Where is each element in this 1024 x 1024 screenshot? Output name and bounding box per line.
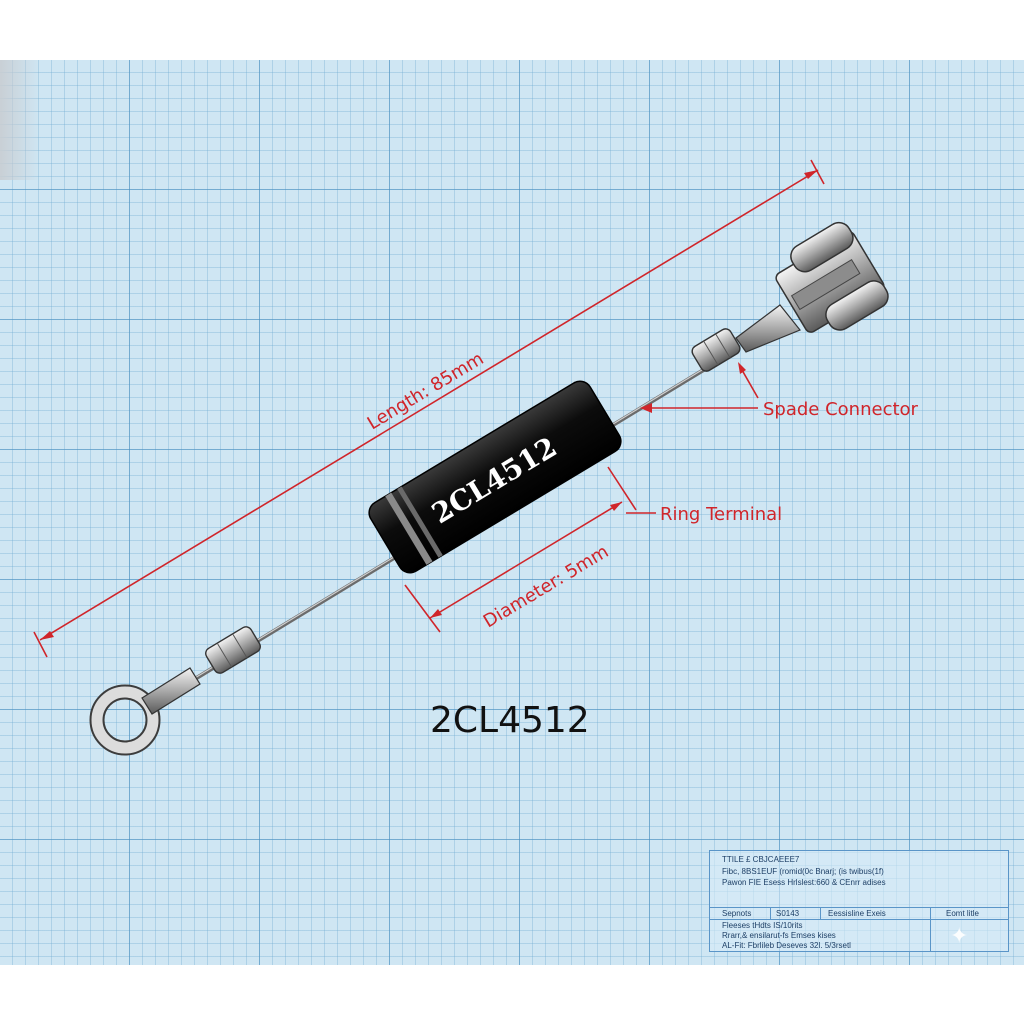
diameter-arrow-right [610,502,622,511]
title-block: TTILE £ CBJCAEEE7 Fibc, 8BS1EUF (romid(0… [709,850,1009,952]
diameter-extension-left [404,584,441,633]
title-block-row: Sepnots S0143 Eessisline Exeis Eomt litl… [710,907,1008,920]
length-tick-right [810,159,825,185]
title-block-cell-2: S0143 [776,909,800,918]
length-arrow-left [40,631,54,640]
ring-terminal-label: Ring Terminal [660,504,782,525]
title-block-cell-3: Eessisline Exeis [828,909,886,918]
spade-callout-arrow-2 [738,362,746,374]
title-block-cell-1: Sepnots [722,909,752,918]
diameter-arrow-left [430,609,442,618]
length-tick-left [33,631,48,658]
spade-callout: Spade Connector [640,362,919,420]
ring-callout: Ring Terminal [626,504,782,525]
title-block-line-6: AL-Fit: Fbrlileb Deseves 32l. 5/3rsetl [722,941,851,950]
part-number-title: 2CL4512 [430,700,590,741]
title-block-line-1: TTILE £ CBJCAEEE7 [722,855,800,864]
diameter-dimension-line [429,501,623,619]
sparkle-icon: ✦ [950,923,969,948]
diameter-label: Diameter: 5mm [480,541,613,632]
ring-terminal [89,626,261,756]
title-block-cell-4: Eomt litle [946,909,979,918]
spade-callout-arrow [640,403,652,413]
spade-callout-leader-2 [741,369,759,399]
paper-shadow [0,60,40,180]
length-arrow-right [804,170,818,179]
title-block-line-3: Pawon FIE Esess Hrlslest:660 & CEnrr adi… [722,878,886,887]
spade-connector-label: Spade Connector [763,399,919,420]
spade-connector [691,221,889,372]
length-label: Length: 85mm [364,348,488,434]
title-block-line-2: Fibc, 8BS1EUF (romid(0c Bnarj; (is twibu… [722,867,884,876]
title-block-line-4: Fleeses tHdts IS/10rits [722,921,803,930]
diameter-extension-right [607,466,637,511]
title-block-line-5: Rrarr,& ensilarut-fs Emses kises [722,931,836,940]
length-dimension-line [39,169,819,641]
